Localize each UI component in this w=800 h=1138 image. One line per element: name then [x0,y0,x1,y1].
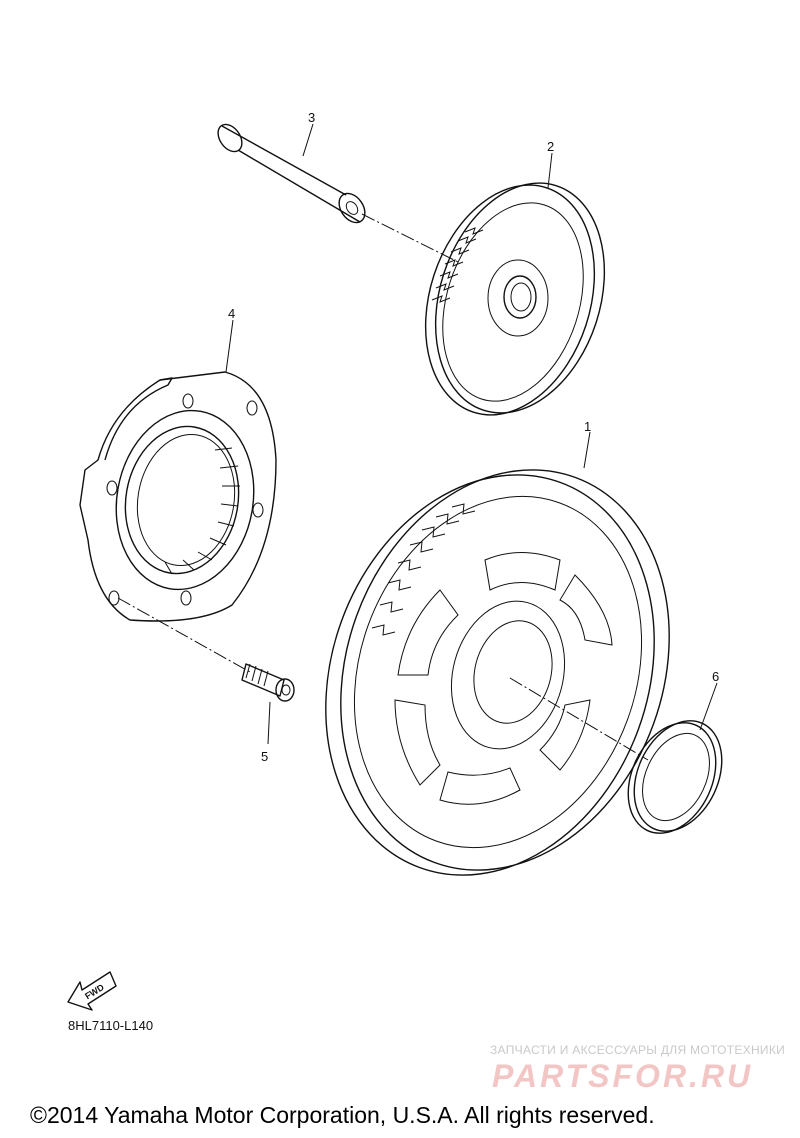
watermark-tagline: ЗАПЧАСТИ И АКСЕССУАРЫ ДЛЯ МОТОТЕХНИКИ [490,1043,786,1057]
part-6-washer [627,720,723,834]
fwd-label: FWD [83,982,106,1002]
assembly-leaders [117,213,649,761]
callout-3: 3 [308,110,315,125]
callout-4: 4 [228,306,235,321]
copyright-notice: ©2014 Yamaha Motor Corporation, U.S.A. A… [30,1102,655,1128]
part-5-bolt [241,663,295,702]
callout-5: 5 [261,749,268,764]
watermark-logo: PARTSFOR.RU [492,1058,754,1094]
part-3-shaft [217,123,366,224]
part-4-starter-clutch [79,371,277,622]
callout-2: 2 [547,139,554,154]
callout-lines [225,123,718,745]
callout-1: 1 [584,419,591,434]
part-2-idler-gear [424,182,606,416]
callout-6: 6 [712,669,719,684]
fwd-arrow-icon: FWD [67,971,117,1011]
part-1-starter-wheel-gear [325,469,670,876]
diagram-code: 8HL7110-L140 [68,1018,154,1033]
